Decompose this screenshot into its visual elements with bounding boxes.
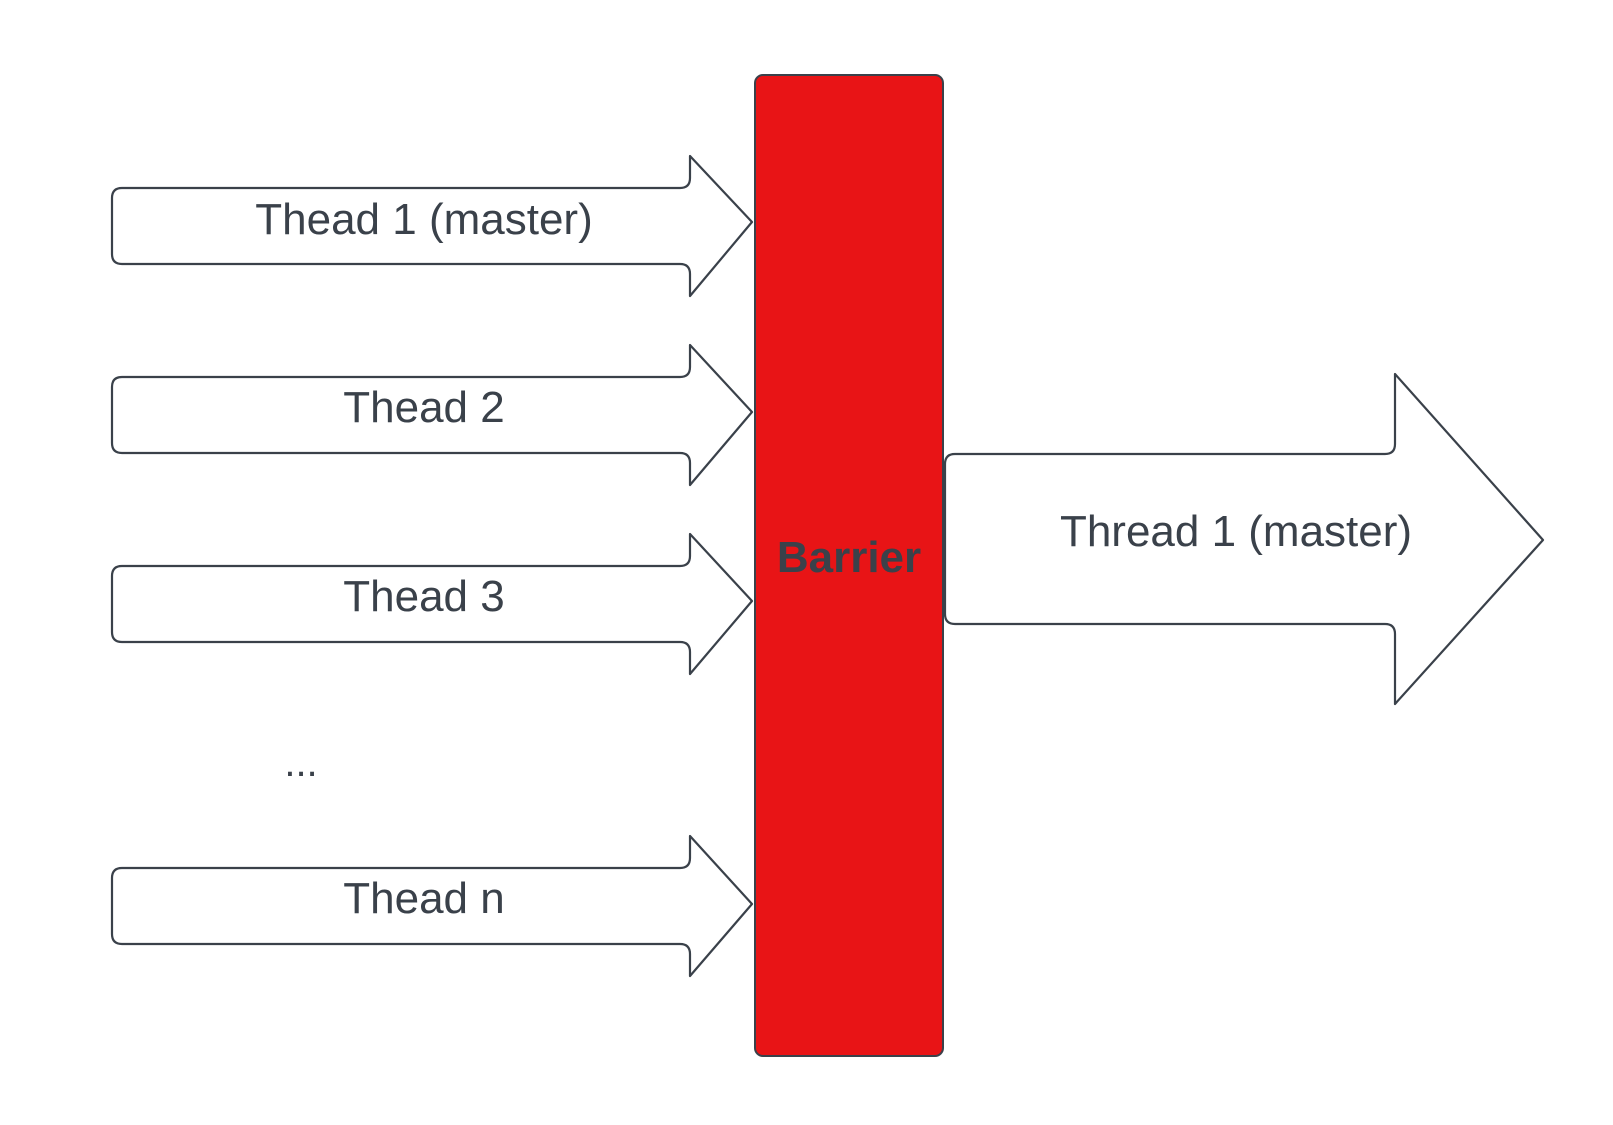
input-arrow-thread-n: Thead n bbox=[110, 834, 754, 978]
barrier-label: Barrier bbox=[777, 533, 921, 582]
ellipsis-label: ... bbox=[284, 741, 317, 785]
input-arrow-label: Thead 1 (master) bbox=[255, 195, 592, 244]
input-arrow-label: Thead 3 bbox=[343, 572, 504, 621]
output-arrow-thread-1: Thread 1 (master) bbox=[943, 372, 1545, 706]
input-arrow-thread-2: Thead 2 bbox=[110, 343, 754, 487]
barrier-block: Barrier bbox=[754, 74, 944, 1057]
input-arrow-label: Thead n bbox=[343, 874, 504, 923]
output-arrow-label: Thread 1 (master) bbox=[1060, 507, 1412, 556]
barrier-rect bbox=[754, 74, 944, 1057]
input-arrow-thread-3: Thead 3 bbox=[110, 532, 754, 676]
input-arrow-thread-1: Thead 1 (master) bbox=[110, 154, 754, 298]
input-arrow-label: Thead 2 bbox=[343, 383, 504, 432]
